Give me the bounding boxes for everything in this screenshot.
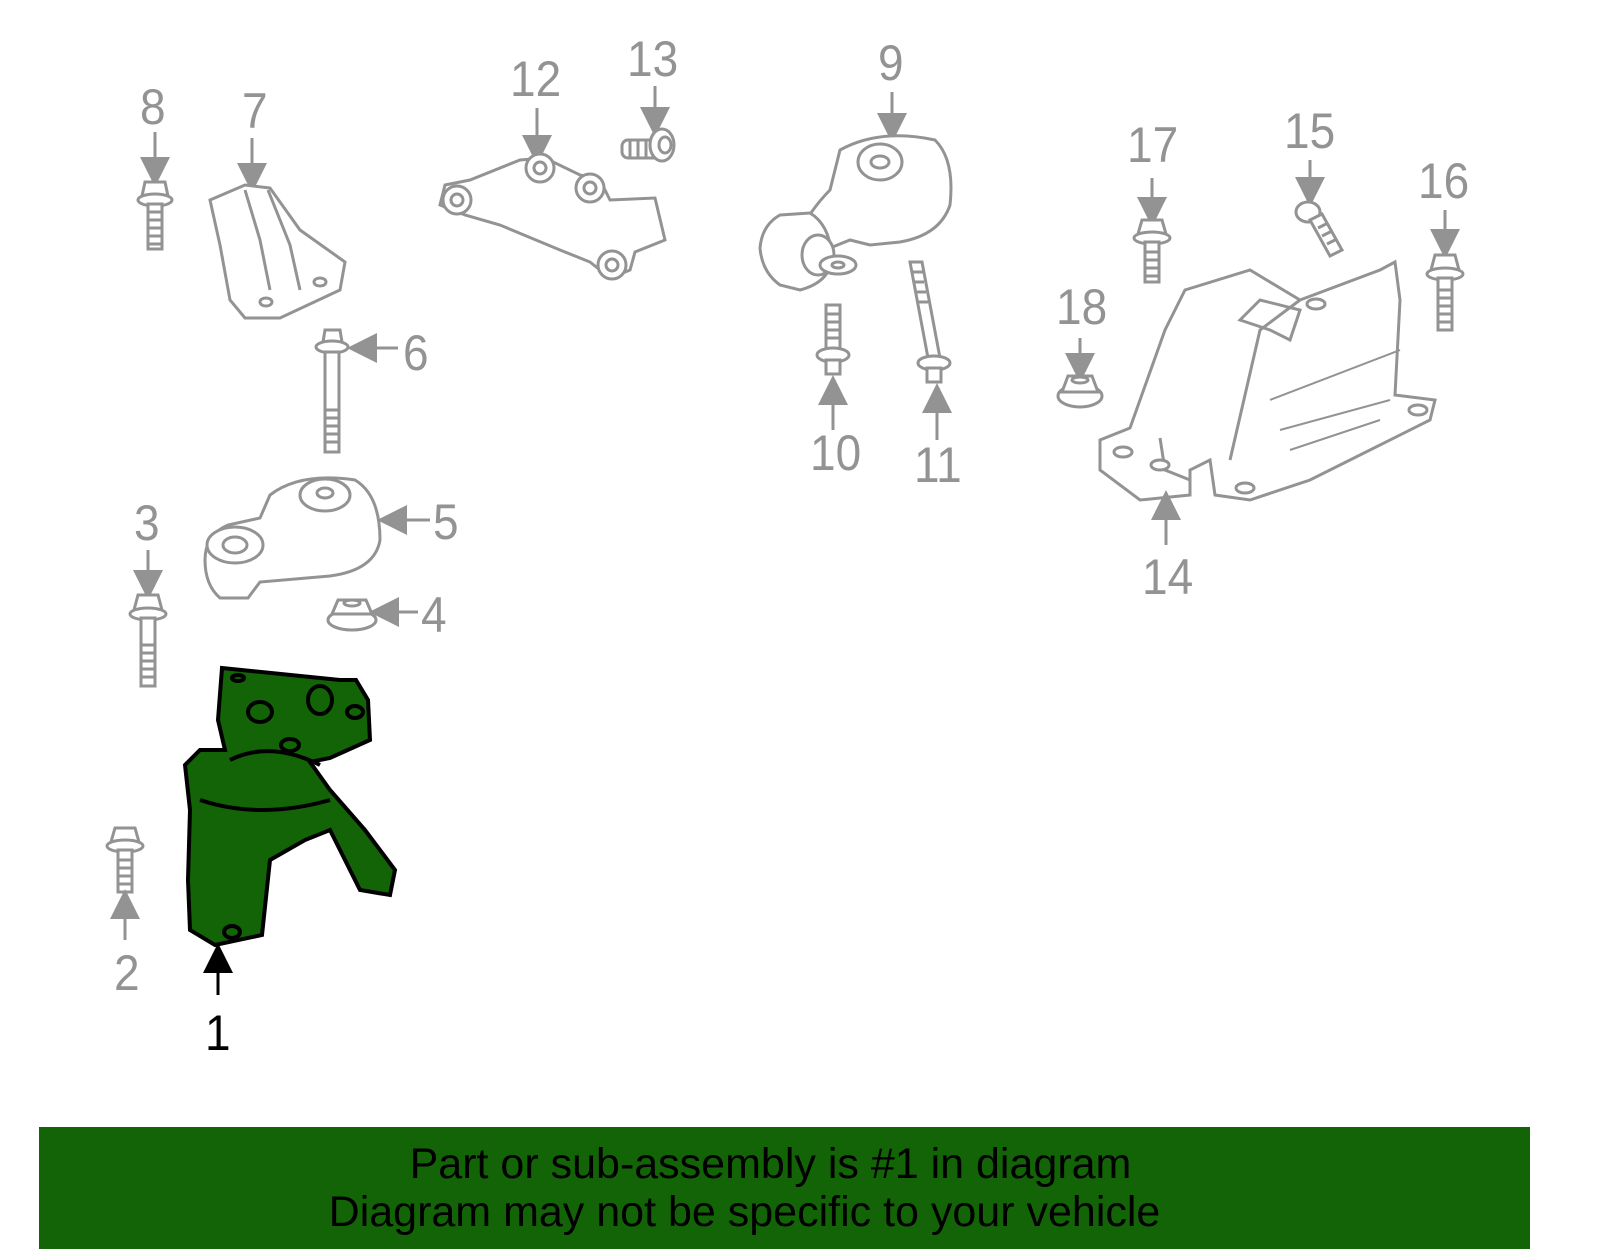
callout-9[interactable]: 9 [878,35,904,91]
callout-12[interactable]: 12 [510,51,562,107]
banner-disclaimer: Diagram may not be specific to your vehi… [328,1188,1161,1236]
part-7-bracket[interactable] [208,138,347,320]
callout-8[interactable]: 8 [140,79,166,135]
callout-13[interactable]: 13 [627,31,679,87]
part-17-bolt[interactable] [1132,178,1172,284]
callout-5[interactable]: 5 [433,494,459,550]
part-2-bolt[interactable] [105,826,145,940]
banner-part-note: Part or sub-assembly is #1 in diagram [409,1140,1132,1188]
callout-7[interactable]: 7 [242,83,268,139]
part-6-bolt[interactable] [314,328,398,454]
part-18-nut[interactable] [1056,338,1104,409]
callout-11[interactable]: 11 [914,437,962,493]
part-15-bolt[interactable] [1294,160,1345,258]
part-14-bracket[interactable] [1098,259,1437,545]
callout-6[interactable]: 6 [403,325,429,381]
callout-2[interactable]: 2 [114,945,140,1001]
callout-10[interactable]: 10 [810,425,862,481]
diagram-drawing [105,86,1465,995]
part-11-stud[interactable] [908,260,952,440]
part-5-mount[interactable] [203,476,430,600]
callout-18[interactable]: 18 [1056,279,1108,335]
part-16-bolt[interactable] [1425,210,1465,332]
part-12-bracket[interactable] [438,108,667,281]
callout-4[interactable]: 4 [421,587,447,643]
callout-17[interactable]: 17 [1127,117,1179,173]
part-3-bolt[interactable] [128,550,168,688]
info-banner: Part or sub-assembly is #1 in diagram Di… [39,1127,1530,1249]
callout-14[interactable]: 14 [1142,549,1194,605]
callout-1-highlighted[interactable]: 1 [205,1005,231,1061]
part-13-bolt[interactable] [620,86,676,163]
parts-diagram: 8 7 12 13 9 17 15 16 18 6 10 11 3 5 14 4… [105,31,1470,1061]
part-8-bolt[interactable] [136,132,174,251]
part-1-mount-highlighted[interactable] [182,665,398,995]
part-4-nut[interactable] [326,597,418,632]
part-10-bolt[interactable] [815,303,851,430]
callout-3[interactable]: 3 [134,495,160,551]
callout-15[interactable]: 15 [1284,103,1336,159]
callout-16[interactable]: 16 [1418,153,1470,209]
part-9-mount[interactable] [758,92,953,292]
